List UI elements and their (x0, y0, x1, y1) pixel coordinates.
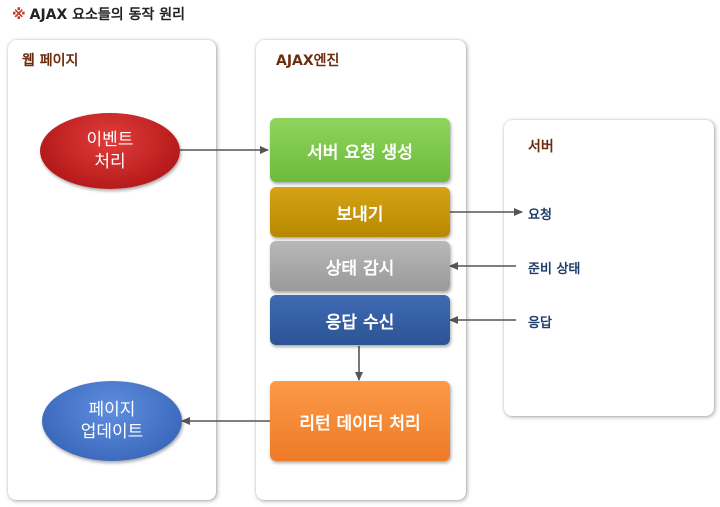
page-update-node: 페이지 업데이트 (42, 381, 182, 461)
diagram-title: ※AJAX 요소들의 동작 원리 (12, 4, 185, 24)
create-request-box: 서버 요청 생성 (270, 118, 450, 182)
receive-response-box: 응답 수신 (270, 295, 450, 345)
update-line-2: 업데이트 (80, 422, 144, 442)
event-handling-node: 이벤트 처리 (40, 113, 180, 189)
send-box: 보내기 (270, 187, 450, 237)
return-data-box: 리턴 데이터 처리 (270, 381, 450, 461)
response-label: 응답 (528, 316, 552, 331)
title-text: AJAX 요소들의 동작 원리 (29, 7, 185, 23)
server-label: 서버 (528, 139, 554, 155)
monitor-state-box: 상태 감시 (270, 241, 450, 291)
web-page-label: 웹 페이지 (22, 53, 79, 69)
ajax-engine-label: AJAX엔진 (276, 53, 340, 69)
server-panel (504, 120, 714, 416)
update-line-1: 페이지 (88, 400, 136, 420)
event-line-1: 이벤트 (86, 130, 134, 150)
event-line-2: 처리 (94, 152, 126, 172)
reference-mark: ※ (12, 7, 26, 23)
ready-state-label: 준비 상태 (528, 262, 581, 277)
request-label: 요청 (528, 208, 552, 223)
